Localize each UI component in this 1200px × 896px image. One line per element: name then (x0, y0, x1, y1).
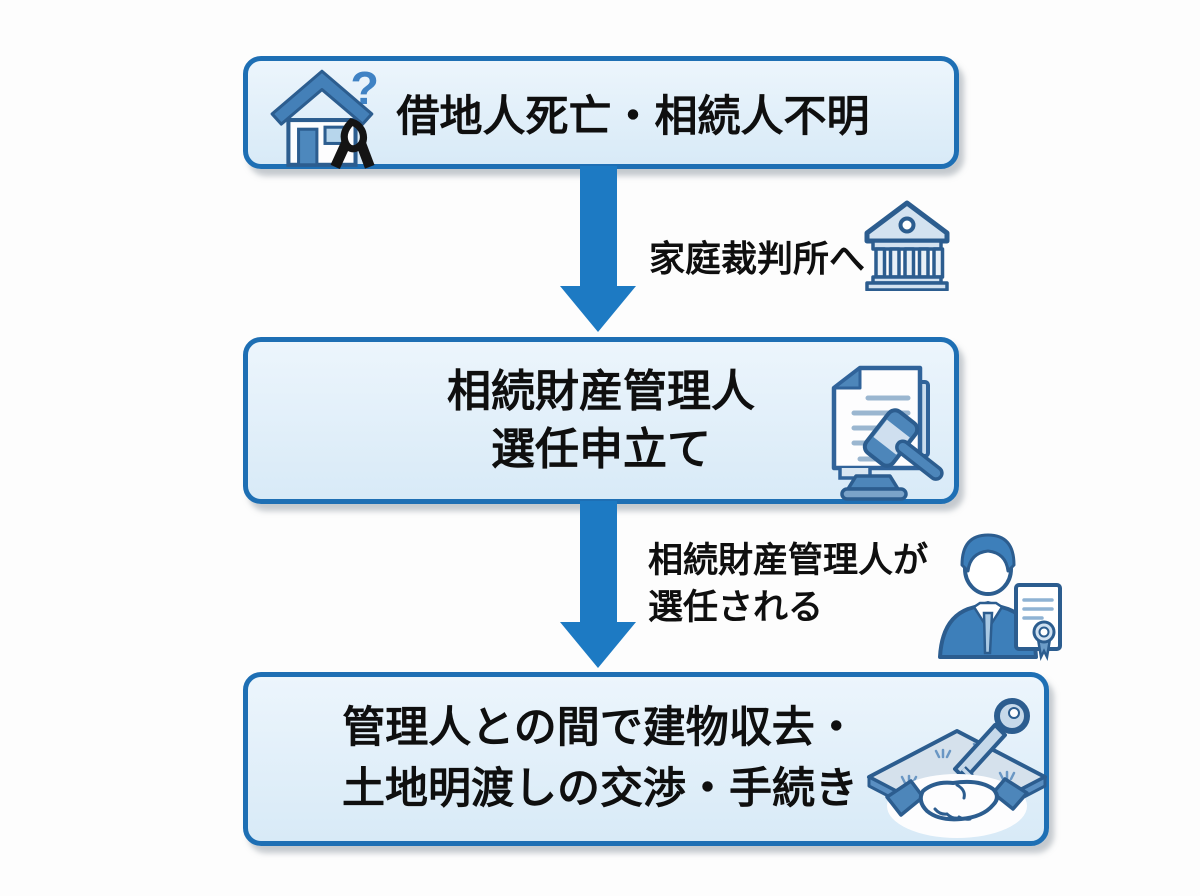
step3-label-line1: 管理人との間で建物収去・ (342, 704, 858, 752)
house-roof (270, 69, 374, 126)
step3-label: 管理人との間で建物収去・ 土地明渡しの交渉・手続き (276, 698, 924, 820)
key-hole (1008, 707, 1020, 719)
grass-marks (900, 741, 1016, 785)
transition2-label-line2: 選任される (648, 588, 824, 627)
certificate-lines (1022, 598, 1054, 620)
land-handshake-key-icon (867, 698, 1047, 838)
courthouse-icon (864, 200, 950, 291)
step2-label-line1: 相続財産管理人 (447, 366, 755, 416)
step2-box: 相続財産管理人 選任申立て (243, 337, 959, 504)
down-arrow-1-head (560, 286, 636, 332)
hair (960, 533, 1016, 573)
step3-box: 管理人との間で建物収去・ 土地明渡しの交渉・手続き (243, 672, 1049, 846)
house-door (297, 127, 319, 167)
transition2-label: 相続財産管理人が 選任される (648, 537, 928, 631)
tie (982, 611, 994, 655)
step2-label: 相続財産管理人 選任申立て (248, 363, 954, 479)
house-mourning-icon: ? (270, 65, 379, 169)
petition-document-gavel-icon (831, 365, 944, 501)
certificate-icon (1014, 583, 1062, 661)
transition1-label: 家庭裁判所へ (649, 238, 866, 279)
down-arrow-1-shaft (580, 166, 617, 287)
gavel-icon (840, 408, 944, 501)
mourning-ribbon-icon (330, 118, 375, 169)
sound-block-base (840, 487, 908, 501)
gavel-handle (895, 439, 944, 481)
clasped-hands (918, 779, 999, 822)
administrator-certificate-icon (938, 533, 1062, 661)
step1-label: 借地人死亡・相続人不明 (396, 92, 870, 141)
step2-label-line2: 選任申立て (491, 424, 711, 474)
down-arrow-2-head (560, 622, 636, 668)
step1-box: ? 借地人死亡・相続人不明 (243, 56, 959, 169)
down-arrow-2-shaft (580, 501, 617, 623)
sound-block (846, 474, 900, 491)
transition2-label-line1: 相続財産管理人が (648, 541, 929, 580)
handshake-icon (885, 774, 1029, 838)
finger-lines (933, 783, 972, 821)
step3-label-line2: 土地明渡しの交渉・手続き (342, 765, 858, 813)
page-fold (832, 366, 862, 390)
